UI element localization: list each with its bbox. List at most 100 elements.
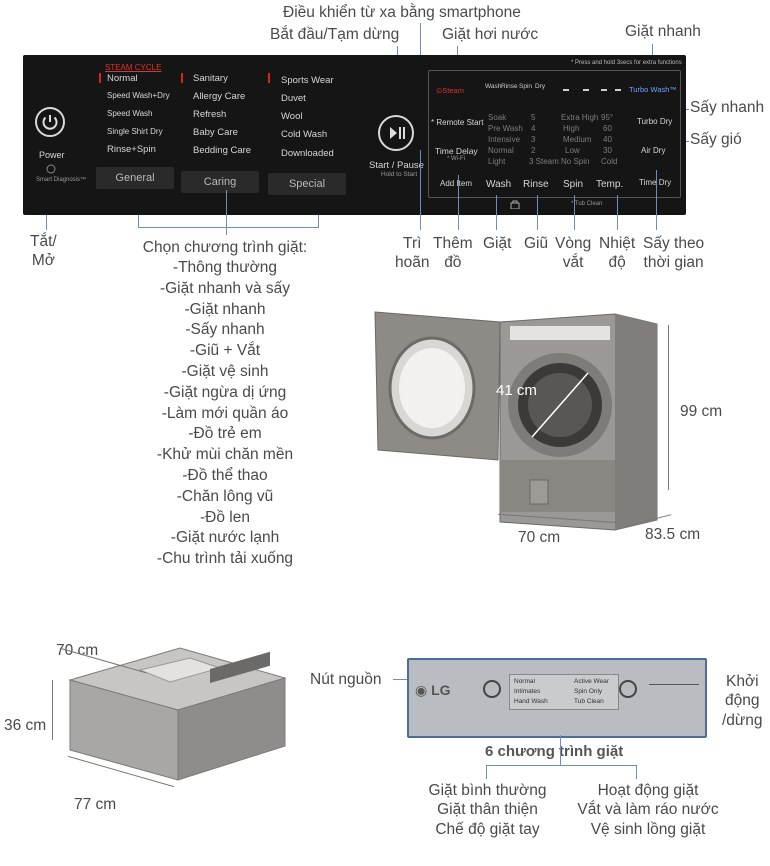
mini-list-item: Vắt và làm ráo nước (577, 801, 719, 819)
temp-opt-4: Cold (601, 157, 618, 166)
program-rinse-spin[interactable]: Rinse+Spin (107, 144, 156, 155)
air-dry-button[interactable]: Air Dry (641, 146, 666, 155)
program-list-item: -Làm mới quần áo (161, 404, 289, 422)
program-single-shirt-dry[interactable]: Single Shirt Dry (107, 127, 163, 136)
label-air-dry: Sấy gió (690, 131, 742, 148)
smart-diagnosis-text: Smart Diagnosis™ (36, 177, 87, 183)
connector-six-right (636, 765, 637, 779)
connector-group-bar (138, 227, 319, 228)
connector-six-left (486, 765, 487, 779)
rinse-button[interactable]: Rinse (523, 179, 549, 190)
press-hold-note: * Press and hold 3secs for extra functio… (571, 60, 682, 66)
connector-temp (617, 195, 618, 230)
label-rinse: Giũ (524, 235, 549, 252)
add-item-button[interactable]: Add Item (440, 179, 473, 188)
program-list-item: -Sấy nhanh (185, 321, 265, 339)
mini-dim-depth: 77 cm (74, 796, 117, 813)
steam-button[interactable]: ⊙Steam (436, 86, 464, 95)
hold-to-start-text: Hold to Start (381, 171, 418, 178)
display-digit-4 (615, 89, 621, 91)
connector-six (560, 735, 561, 765)
group-special-button[interactable]: Special (268, 173, 346, 195)
label-quick-dry: Sấy nhanh (690, 99, 765, 116)
mini-prog-item[interactable]: Active Wear (574, 678, 609, 685)
program-list-item: -Khử mùi chăn mền (156, 446, 294, 464)
mini-list-left: Giặt bình thường Giặt thân thiện Chế độ … (420, 781, 555, 839)
program-speed-wash[interactable]: Speed Wash (107, 109, 153, 118)
program-sanitary[interactable]: Sanitary (193, 73, 228, 84)
program-bedding-care[interactable]: Bedding Care (193, 145, 252, 156)
group-general-button[interactable]: General (96, 167, 174, 189)
turbo-dry-button[interactable]: Turbo Dry (637, 117, 673, 126)
label-quick-wash: Giặt nhanh (625, 23, 701, 40)
program-wool[interactable]: Wool (281, 111, 303, 122)
mini-list-right: Hoạt động giặt Vắt và làm ráo nước Vệ si… (568, 781, 728, 839)
status-wash: Wash (485, 83, 502, 90)
display-digit-3 (601, 89, 607, 91)
wash-opt-2: Intensive (488, 135, 521, 144)
mini-list-item: Giặt bình thường (428, 782, 547, 799)
program-list: -Thông thường -Giặt nhanh và sấy -Giặt n… (135, 258, 315, 570)
mini-prog-item[interactable]: Hand Wash (514, 698, 548, 705)
label-steam: Giặt hơi nước (442, 26, 539, 43)
time-delay-button[interactable]: Time Delay (435, 146, 478, 156)
dim-depth: 83.5 cm (645, 526, 701, 543)
program-list-item: -Chăn lông vũ (176, 487, 274, 505)
turbo-wash-button[interactable]: Turbo Wash™ (629, 85, 677, 94)
mini-prog-item[interactable]: Normal (514, 678, 535, 685)
program-list-item: -Giặt nhanh và sấy (159, 279, 291, 297)
control-panel: Power Smart Diagnosis™ STEAM CYCLE Norma… (23, 55, 686, 215)
red-marker-1 (99, 73, 101, 83)
mini-prog-item[interactable]: Tub Clean (574, 698, 604, 705)
temp-opt-1: 60 (603, 124, 612, 133)
mini-prog-item[interactable]: Spin Only (574, 688, 603, 695)
spin-button[interactable]: Spin (563, 179, 584, 190)
tub-clean-text: * Tub Clean (571, 201, 603, 207)
wash-opt-4: Light (488, 157, 506, 166)
program-downloaded[interactable]: Downloaded (281, 148, 334, 159)
connector-programs (226, 190, 227, 235)
program-allergy-care[interactable]: Allergy Care (193, 91, 246, 102)
wash-opt-1: Pre Wash (488, 124, 523, 133)
program-list-item: -Giặt vệ sinh (181, 362, 269, 380)
mini-dim-height: 36 cm (4, 717, 47, 734)
temp-button[interactable]: Temp. (596, 179, 624, 190)
label-six-programs: 6 chương trình giặt (485, 743, 624, 760)
red-marker-3 (268, 73, 270, 83)
program-normal[interactable]: Normal (107, 73, 138, 84)
program-list-item: -Đồ len (200, 508, 250, 526)
program-sports-wear[interactable]: Sports Wear (281, 75, 334, 86)
power-button[interactable] (35, 107, 65, 137)
program-refresh[interactable]: Refresh (193, 109, 227, 120)
rinse-opt-3: 2 (531, 146, 536, 155)
time-dry-button[interactable]: Time Dry (639, 178, 672, 187)
start-pause-button[interactable] (378, 115, 414, 151)
mini-power-button[interactable] (483, 680, 501, 698)
label-choose-program: Chọn chương trình giặt: (142, 239, 308, 256)
program-list-item: -Giũ + Vắt (189, 342, 261, 360)
connector-add (458, 175, 459, 230)
play-pause-icon (390, 127, 405, 139)
label-delay: Trì hoãn (395, 235, 430, 272)
program-list-item: -Giặt nước lạnh (170, 529, 280, 547)
spin-opt-1: High (563, 124, 580, 133)
washer-illustration (374, 311, 658, 531)
temp-opt-3: 30 (603, 146, 612, 155)
wash-button[interactable]: Wash (486, 179, 512, 190)
connector-power (46, 215, 47, 230)
mini-prog-left: Normal Intimates Hand Wash (514, 677, 548, 707)
mini-list-item: Vệ sinh lồng giặt (590, 820, 706, 838)
mini-start-button[interactable] (619, 680, 637, 698)
program-speed-wash-dry[interactable]: Speed Wash+Dry (107, 91, 170, 100)
mini-prog-right: Active Wear Spin Only Tub Clean (574, 677, 609, 707)
spin-opt-2: Medium (563, 135, 592, 144)
group-caring-button[interactable]: Caring (181, 171, 259, 193)
wifi-text: * Wi-Fi (447, 156, 465, 162)
program-duvet[interactable]: Duvet (281, 93, 306, 104)
steam-cycle-text: STEAM CYCLE (105, 63, 162, 72)
program-cold-wash[interactable]: Cold Wash (281, 129, 328, 140)
spin-opt-0: Extra High (561, 113, 599, 122)
mini-list-item: Hoạt động giặt (597, 782, 699, 799)
mini-prog-item[interactable]: Intimates (514, 688, 541, 695)
program-baby-care[interactable]: Baby Care (193, 127, 238, 138)
